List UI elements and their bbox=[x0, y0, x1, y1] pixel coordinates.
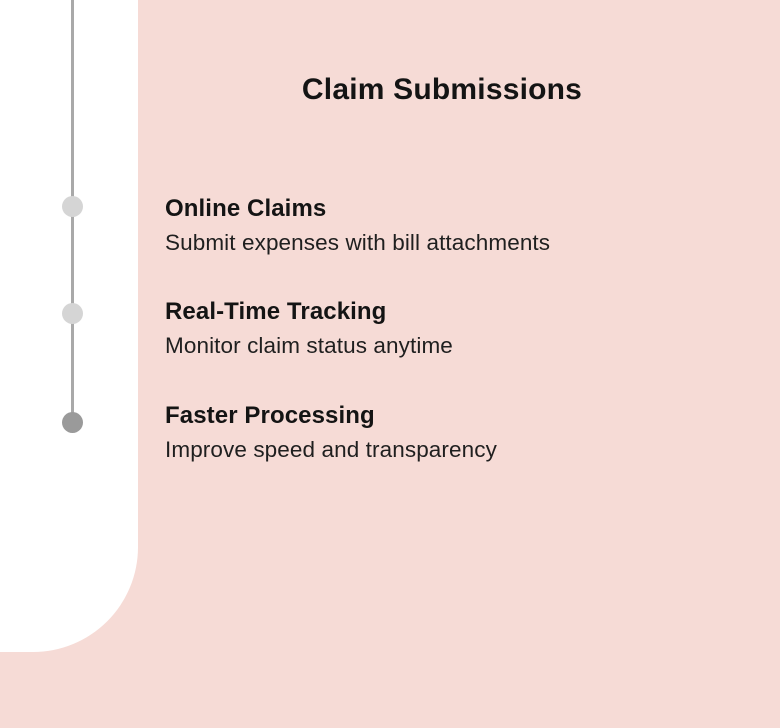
timeline-dot-2 bbox=[62, 303, 83, 324]
item-heading: Faster Processing bbox=[165, 402, 375, 429]
item-description: Submit expenses with bill attachments bbox=[165, 230, 551, 255]
item-heading: Real-Time Tracking bbox=[165, 298, 387, 325]
timeline-dot-3 bbox=[62, 412, 83, 433]
item-description: Improve speed and transparency bbox=[165, 437, 497, 462]
page-title: Claim Submissions bbox=[301, 73, 583, 107]
timeline-item-online-claims: Online Claims Submit expenses with bill … bbox=[165, 192, 725, 260]
timeline-item-real-time-tracking: Real-Time Tracking Monitor claim status … bbox=[165, 295, 725, 363]
left-white-panel bbox=[0, 0, 138, 652]
timeline-dot-1 bbox=[62, 196, 83, 217]
item-heading: Online Claims bbox=[165, 195, 327, 222]
timeline-item-faster-processing: Faster Processing Improve speed and tran… bbox=[165, 399, 725, 467]
item-description: Monitor claim status anytime bbox=[165, 333, 453, 358]
